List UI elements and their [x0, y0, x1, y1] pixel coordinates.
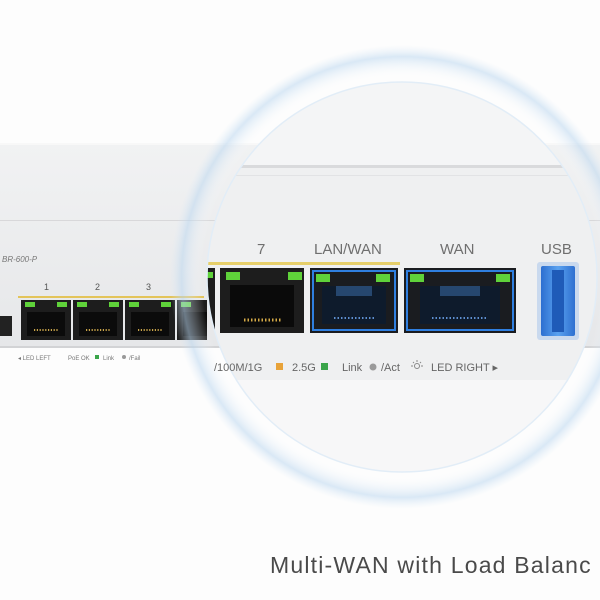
legend-fail: /Fail — [129, 356, 140, 362]
legend-act: /Act — [381, 362, 400, 374]
link-dot-right — [369, 363, 377, 371]
port-label-lan-wan: LAN/WAN — [314, 241, 382, 258]
legend-2-5g: 2.5G — [292, 362, 316, 374]
port-number-2: 2 — [95, 282, 100, 292]
ethernet-port-partial — [0, 316, 12, 336]
ethernet-port-3 — [125, 300, 175, 340]
legend-poe-ok: PoE OK — [68, 356, 90, 362]
blink-icon — [411, 360, 423, 369]
ethernet-port-2 — [73, 300, 123, 340]
legend-link: Link — [103, 356, 115, 362]
port-label-wan: WAN — [440, 241, 474, 258]
port-label-7: 7 — [257, 241, 265, 258]
model-label: BR-600-P — [2, 255, 38, 264]
ethernet-port-1 — [21, 300, 71, 340]
wan-port — [404, 268, 516, 333]
speed-2-5g-indicator — [321, 363, 328, 370]
lan-wan-port — [310, 268, 398, 333]
port-label-usb: USB — [541, 241, 572, 258]
caption: Multi-WAN with Load Balanc — [270, 552, 592, 578]
usb-port — [537, 262, 579, 340]
legend-speed: /100M/1G — [214, 362, 262, 374]
port-number-3: 3 — [146, 282, 151, 292]
link-dot — [122, 355, 126, 359]
legend-led-right: LED RIGHT ▸ — [431, 362, 499, 374]
legend-link-right: Link — [342, 362, 363, 374]
poe-ok-indicator — [95, 355, 99, 359]
legend-led-left: ◂ LED LEFT — [18, 356, 51, 362]
speed-1g-indicator — [276, 363, 283, 370]
port-number-1: 1 — [44, 282, 49, 292]
